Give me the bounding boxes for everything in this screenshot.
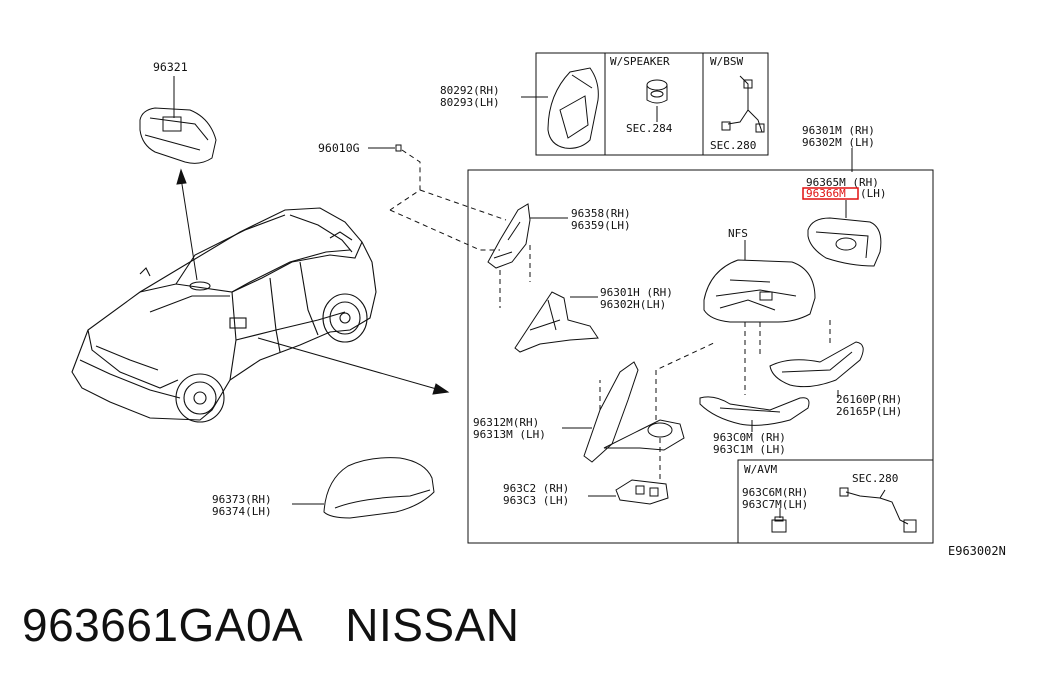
label-96312m: 96312M(RH)	[473, 416, 539, 429]
label-sec280-top: SEC.280	[710, 139, 756, 152]
avm-inset-box	[737, 459, 934, 544]
label-963c1m: 963C1M (LH)	[713, 443, 786, 456]
label-80293: 80293(LH)	[440, 96, 500, 109]
label-sec280-avm: SEC.280	[852, 472, 898, 485]
label-w-avm: W/AVM	[744, 463, 777, 476]
vehicle-illustration	[71, 207, 377, 423]
variant-inset-box	[535, 52, 769, 156]
label-96313m: 96313M (LH)	[473, 428, 546, 441]
label-963c3: 963C3 (LH)	[503, 494, 569, 507]
mirror-cap-96373-illustration	[323, 457, 435, 519]
label-26165p: 26165P(LH)	[836, 405, 902, 418]
label-963c2: 963C2 (RH)	[503, 482, 569, 495]
label-sec284: SEC.284	[626, 122, 673, 135]
label-96359: 96359(LH)	[571, 219, 631, 232]
map-lamp-illustration	[139, 107, 217, 164]
bsw-harness-illustration	[721, 75, 765, 133]
label-96301h: 96301H (RH)	[600, 286, 673, 299]
label-963c0m: 963C0M (RH)	[713, 431, 786, 444]
label-96366m-lh: (LH)	[860, 187, 887, 200]
label-96321: 96321	[153, 60, 188, 74]
label-96302h: 96302H(LH)	[600, 298, 666, 311]
avm-harness-illustration	[839, 487, 917, 533]
highlight-box-96366m	[802, 187, 859, 200]
avm-camera-illustration	[771, 516, 787, 533]
label-96358: 96358(RH)	[571, 207, 631, 220]
actuator-96301h-illustration	[514, 291, 599, 353]
mirror-glass-96365m-illustration	[807, 217, 882, 267]
mirror-base-80292-illustration	[547, 67, 599, 149]
label-w-speaker: W/SPEAKER	[610, 55, 670, 68]
part-caption: 963661GA0A NISSAN	[22, 598, 562, 652]
label-96373: 96373(RH)	[212, 493, 272, 506]
part-number: 963661GA0A	[22, 599, 304, 651]
label-nfs: NFS	[728, 227, 748, 240]
label-26160p: 26160P(RH)	[836, 393, 902, 406]
diagram-code: E963002N	[948, 544, 1006, 558]
housing-96301m-illustration	[703, 259, 816, 323]
label-80292: 80292(RH)	[440, 84, 500, 97]
mirror-base-96312m-illustration	[583, 361, 685, 463]
cover-963c0m-illustration	[699, 396, 810, 426]
label-96302m: 96302M (LH)	[802, 136, 875, 149]
label-963c7m: 963C7M(LH)	[742, 498, 808, 511]
mirror-assembly-box	[467, 169, 934, 544]
brand-name: NISSAN	[345, 599, 520, 651]
label-96374: 96374(LH)	[212, 505, 272, 518]
label-963c6m: 963C6M(RH)	[742, 486, 808, 499]
label-96366m: 96366M	[806, 187, 846, 200]
turn-lamp-26160p-illustration	[769, 341, 864, 388]
lamp-963c2-illustration	[615, 479, 669, 505]
bracket-96358-illustration	[487, 203, 531, 269]
speaker-illustration	[646, 79, 668, 104]
label-96365m: 96365M (RH)	[806, 176, 879, 189]
label-w-bsw: W/BSW	[710, 55, 743, 68]
label-96010g: 96010G	[318, 141, 360, 155]
label-96301m: 96301M (RH)	[802, 124, 875, 137]
